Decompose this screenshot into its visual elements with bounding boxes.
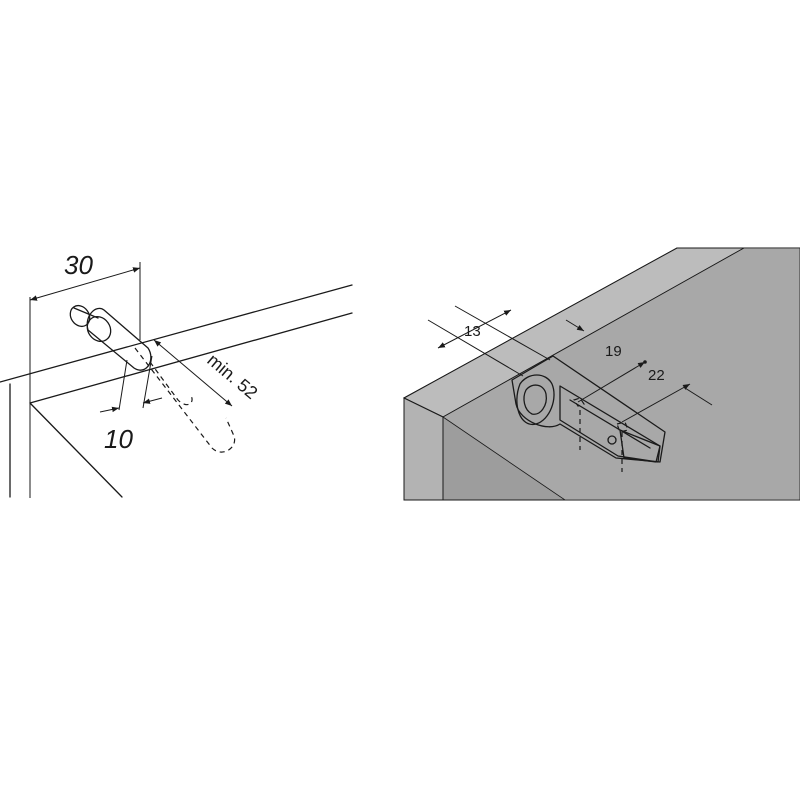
left-drawing: 30 10 min. 52 <box>0 250 353 498</box>
dimension-min-52: min. 52 <box>153 339 262 407</box>
dim-label-30: 30 <box>64 250 93 280</box>
dim-label-10: 10 <box>104 424 133 454</box>
dimension-10: 10 <box>99 397 163 454</box>
right-drawing: 13 19 22 <box>402 247 800 501</box>
dimension-22: 22 <box>621 367 713 423</box>
dim-label-13: 13 <box>464 323 481 340</box>
dim-label-22: 22 <box>648 367 665 384</box>
dimension-19: 19 <box>565 319 647 403</box>
dim-label-19: 19 <box>605 343 622 360</box>
dim-label-min-52: min. 52 <box>203 350 261 403</box>
dimension-13: 13 <box>427 305 551 377</box>
cabinet-outline <box>0 262 353 498</box>
latch-housing <box>511 355 666 472</box>
cabinet-panel <box>402 247 800 501</box>
dimension-30: 30 <box>29 250 141 301</box>
